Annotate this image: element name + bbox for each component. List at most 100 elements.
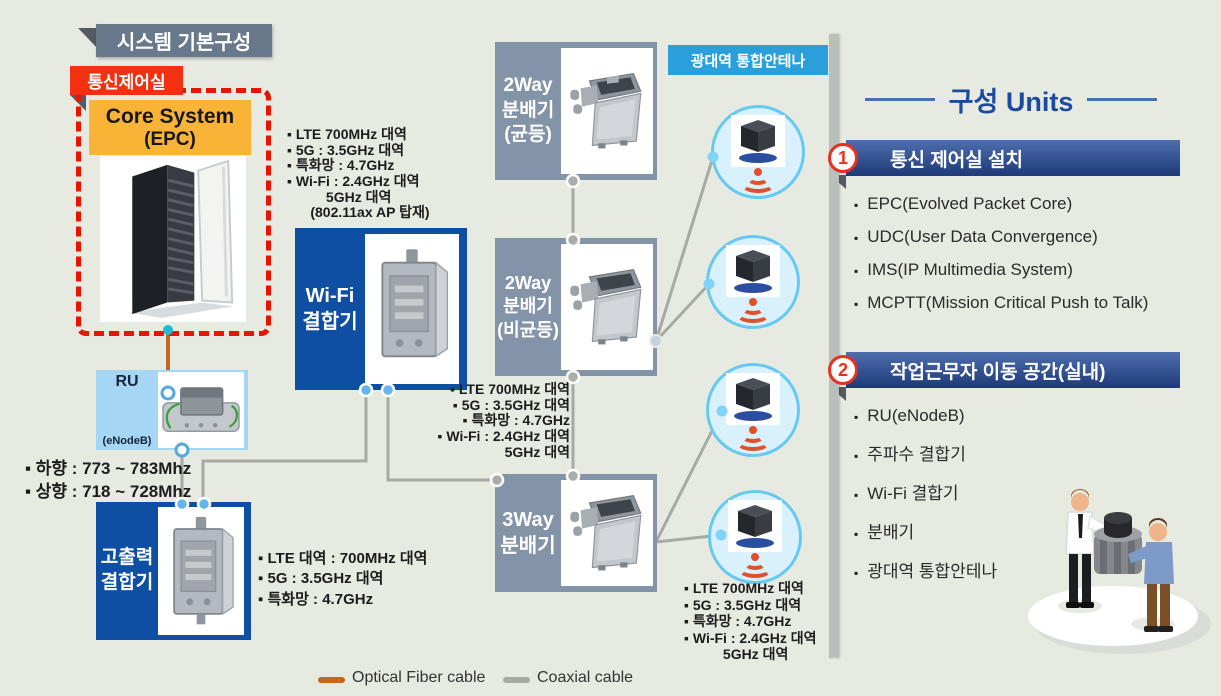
page-title-text: 시스템 기본구성 — [116, 32, 252, 54]
ru-frequency-note: ▪ 하향 : 773 ~ 783Mhz ▪ 상향 : 718 ~ 728Mhz — [25, 459, 192, 501]
section2-number: 2 — [837, 359, 848, 380]
splitter-2way-note: ▪ LTE 700MHz 대역 ▪ 5G : 3.5GHz 대역 ▪ 특화망 :… — [437, 381, 571, 460]
panel-divider — [829, 34, 839, 658]
units-title: 구성 Units — [948, 86, 1074, 117]
antenna-cube — [726, 373, 780, 425]
section2-bar: 작업근무자 이동 공간(실내) — [846, 352, 1180, 388]
ru-subtitle: (eNodeB) — [102, 435, 152, 448]
broadband-antenna-tag-text: 광대역 통합안테나 — [690, 52, 806, 70]
bullet-icon: ▪ — [854, 449, 859, 463]
high-power-combiner-note: ▪ LTE 대역 : 700MHz 대역 ▪ 5G : 3.5GHz 대역 ▪ … — [258, 550, 428, 608]
list-item-text: UDC(User Data Convergence) — [867, 227, 1098, 246]
splitter-2way-unequal-image — [561, 244, 653, 370]
list-item: ▪ 주파수 결합기 — [854, 440, 1104, 465]
list-item: ▪ 광대역 통합안테나 — [854, 557, 1104, 582]
ru-box: RU (eNodeB) — [96, 370, 248, 450]
server-rack-image — [100, 156, 246, 322]
units-title-row: 구성 Units — [846, 80, 1176, 118]
section2-number-badge: 2 — [828, 355, 858, 385]
section1-number: 1 — [837, 147, 848, 168]
coaxial-cables — [180, 156, 724, 544]
splitter-device-icon — [570, 72, 642, 149]
control-room-tag-text: 통신제어실 — [87, 73, 166, 92]
title-rule-left — [864, 97, 935, 101]
optical-fiber-label: Optical Fiber cable — [352, 669, 486, 686]
list-item-text: 광대역 통합안테나 — [867, 562, 998, 581]
optical-fiber-swatch — [318, 677, 345, 683]
bullet-icon: ▪ — [854, 231, 859, 245]
bullet-icon: ▪ — [854, 410, 859, 424]
splitter-device-icon — [570, 268, 642, 345]
section2-title: 작업근무자 이동 공간(실내) — [890, 361, 1106, 383]
bullet-icon: ▪ — [854, 566, 859, 580]
list-item-text: 주파수 결합기 — [867, 445, 966, 464]
section1-number-badge: 1 — [828, 143, 858, 173]
wifi-combiner-note: ▪ LTE 700MHz 대역 ▪ 5G : 3.5GHz 대역 ▪ 특화망 :… — [287, 126, 430, 221]
list-item: ▪ UDC(User Data Convergence) — [854, 227, 1214, 247]
combiner-device-icon — [381, 249, 449, 358]
wifi-signal-icon — [736, 426, 770, 451]
splitter-3way-box: 3Way 분배기 — [495, 474, 657, 592]
section2-list: ▪ RU(eNodeB) ▪ 주파수 결합기 ▪ Wi-Fi 결합기 ▪ 분배기 ▪ 광대… — [854, 406, 1104, 596]
wifi-combiner-image — [365, 234, 459, 384]
core-system-title: Core System — [105, 104, 235, 128]
bullet-icon: ▪ — [854, 264, 859, 278]
antenna-cube — [728, 500, 782, 552]
section1-bar: 통신 제어실 설치 — [846, 140, 1180, 176]
control-room-tag: 통신제어실 — [70, 66, 183, 95]
antenna-cube — [726, 245, 780, 297]
wifi-combiner-label: Wi-Fi 결합기 — [302, 285, 358, 333]
list-item: ▪ Wi-Fi 결합기 — [854, 479, 1104, 504]
bullet-icon: ▪ — [854, 198, 859, 212]
list-item: ▪ EPC(Evolved Packet Core) — [854, 194, 1214, 214]
list-item-text: MCPTT(Mission Critical Push to Talk) — [867, 293, 1149, 312]
coaxial-swatch — [503, 677, 530, 683]
bullet-icon: ▪ — [854, 488, 859, 502]
splitter-2way-equal-box: 2Way 분배기 (균등) — [495, 42, 657, 180]
core-system-subtitle: (EPC) — [144, 128, 196, 150]
splitter-3way-label: 3Way 분배기 — [500, 509, 556, 557]
list-item-text: IMS(IP Multimedia System) — [867, 260, 1073, 279]
broadband-antenna-icon — [706, 363, 800, 457]
ru-title: RU — [115, 372, 139, 390]
high-power-combiner-image — [158, 507, 244, 635]
gear-equipment — [1094, 512, 1142, 574]
workers-carrying-equipment-icon — [1028, 489, 1211, 654]
wifi-signal-icon — [738, 553, 772, 578]
high-power-combiner-box: 고출력 결합기 — [96, 502, 251, 640]
splitter-2way-unequal-box: 2Way 분배기 (비균등) — [495, 238, 657, 376]
server-rack-icon — [128, 159, 234, 319]
workers-illustration — [1008, 466, 1218, 666]
list-item: ▪ 분배기 — [854, 518, 1104, 543]
broadband-antenna-icon — [706, 235, 800, 329]
splitter-2way-equal-image — [561, 48, 653, 174]
splitter-device-icon — [570, 494, 642, 571]
list-item-text: 분배기 — [867, 523, 915, 542]
wifi-combiner-box: Wi-Fi 결합기 — [295, 228, 467, 390]
title-rule-right — [1087, 97, 1158, 101]
page-title: 시스템 기본구성 — [96, 24, 272, 57]
combiner-device-icon — [173, 516, 234, 625]
ru-device-icon — [162, 387, 240, 432]
broadband-antenna-tag: 광대역 통합안테나 — [668, 45, 828, 75]
splitter-2way-equal-label: 2Way 분배기 (균등) — [501, 74, 555, 146]
list-item-text: Wi-Fi 결합기 — [867, 484, 959, 503]
wifi-signal-icon — [736, 298, 770, 323]
wifi-signal-icon — [741, 168, 775, 193]
list-item: ▪ IMS(IP Multimedia System) — [854, 260, 1214, 280]
bullet-icon: ▪ — [854, 527, 859, 541]
coaxial-label: Coaxial cable — [537, 669, 634, 686]
list-item-text: EPC(Evolved Packet Core) — [867, 194, 1073, 213]
splitter-3way-image — [561, 480, 653, 586]
list-item-text: RU(eNodeB) — [867, 406, 965, 425]
antenna-cube — [731, 115, 785, 167]
list-item: ▪ RU(eNodeB) — [854, 406, 1104, 426]
section1-title: 통신 제어실 설치 — [890, 149, 1023, 171]
splitter-3way-note: ▪ LTE 700MHz 대역 ▪ 5G : 3.5GHz 대역 ▪ 특화망 :… — [684, 580, 817, 663]
section1-list: ▪ EPC(Evolved Packet Core) ▪ UDC(User Data… — [854, 194, 1214, 326]
broadband-antenna-icon — [708, 490, 802, 584]
ru-device-image — [158, 372, 244, 448]
broadband-antenna-icon — [711, 105, 805, 199]
